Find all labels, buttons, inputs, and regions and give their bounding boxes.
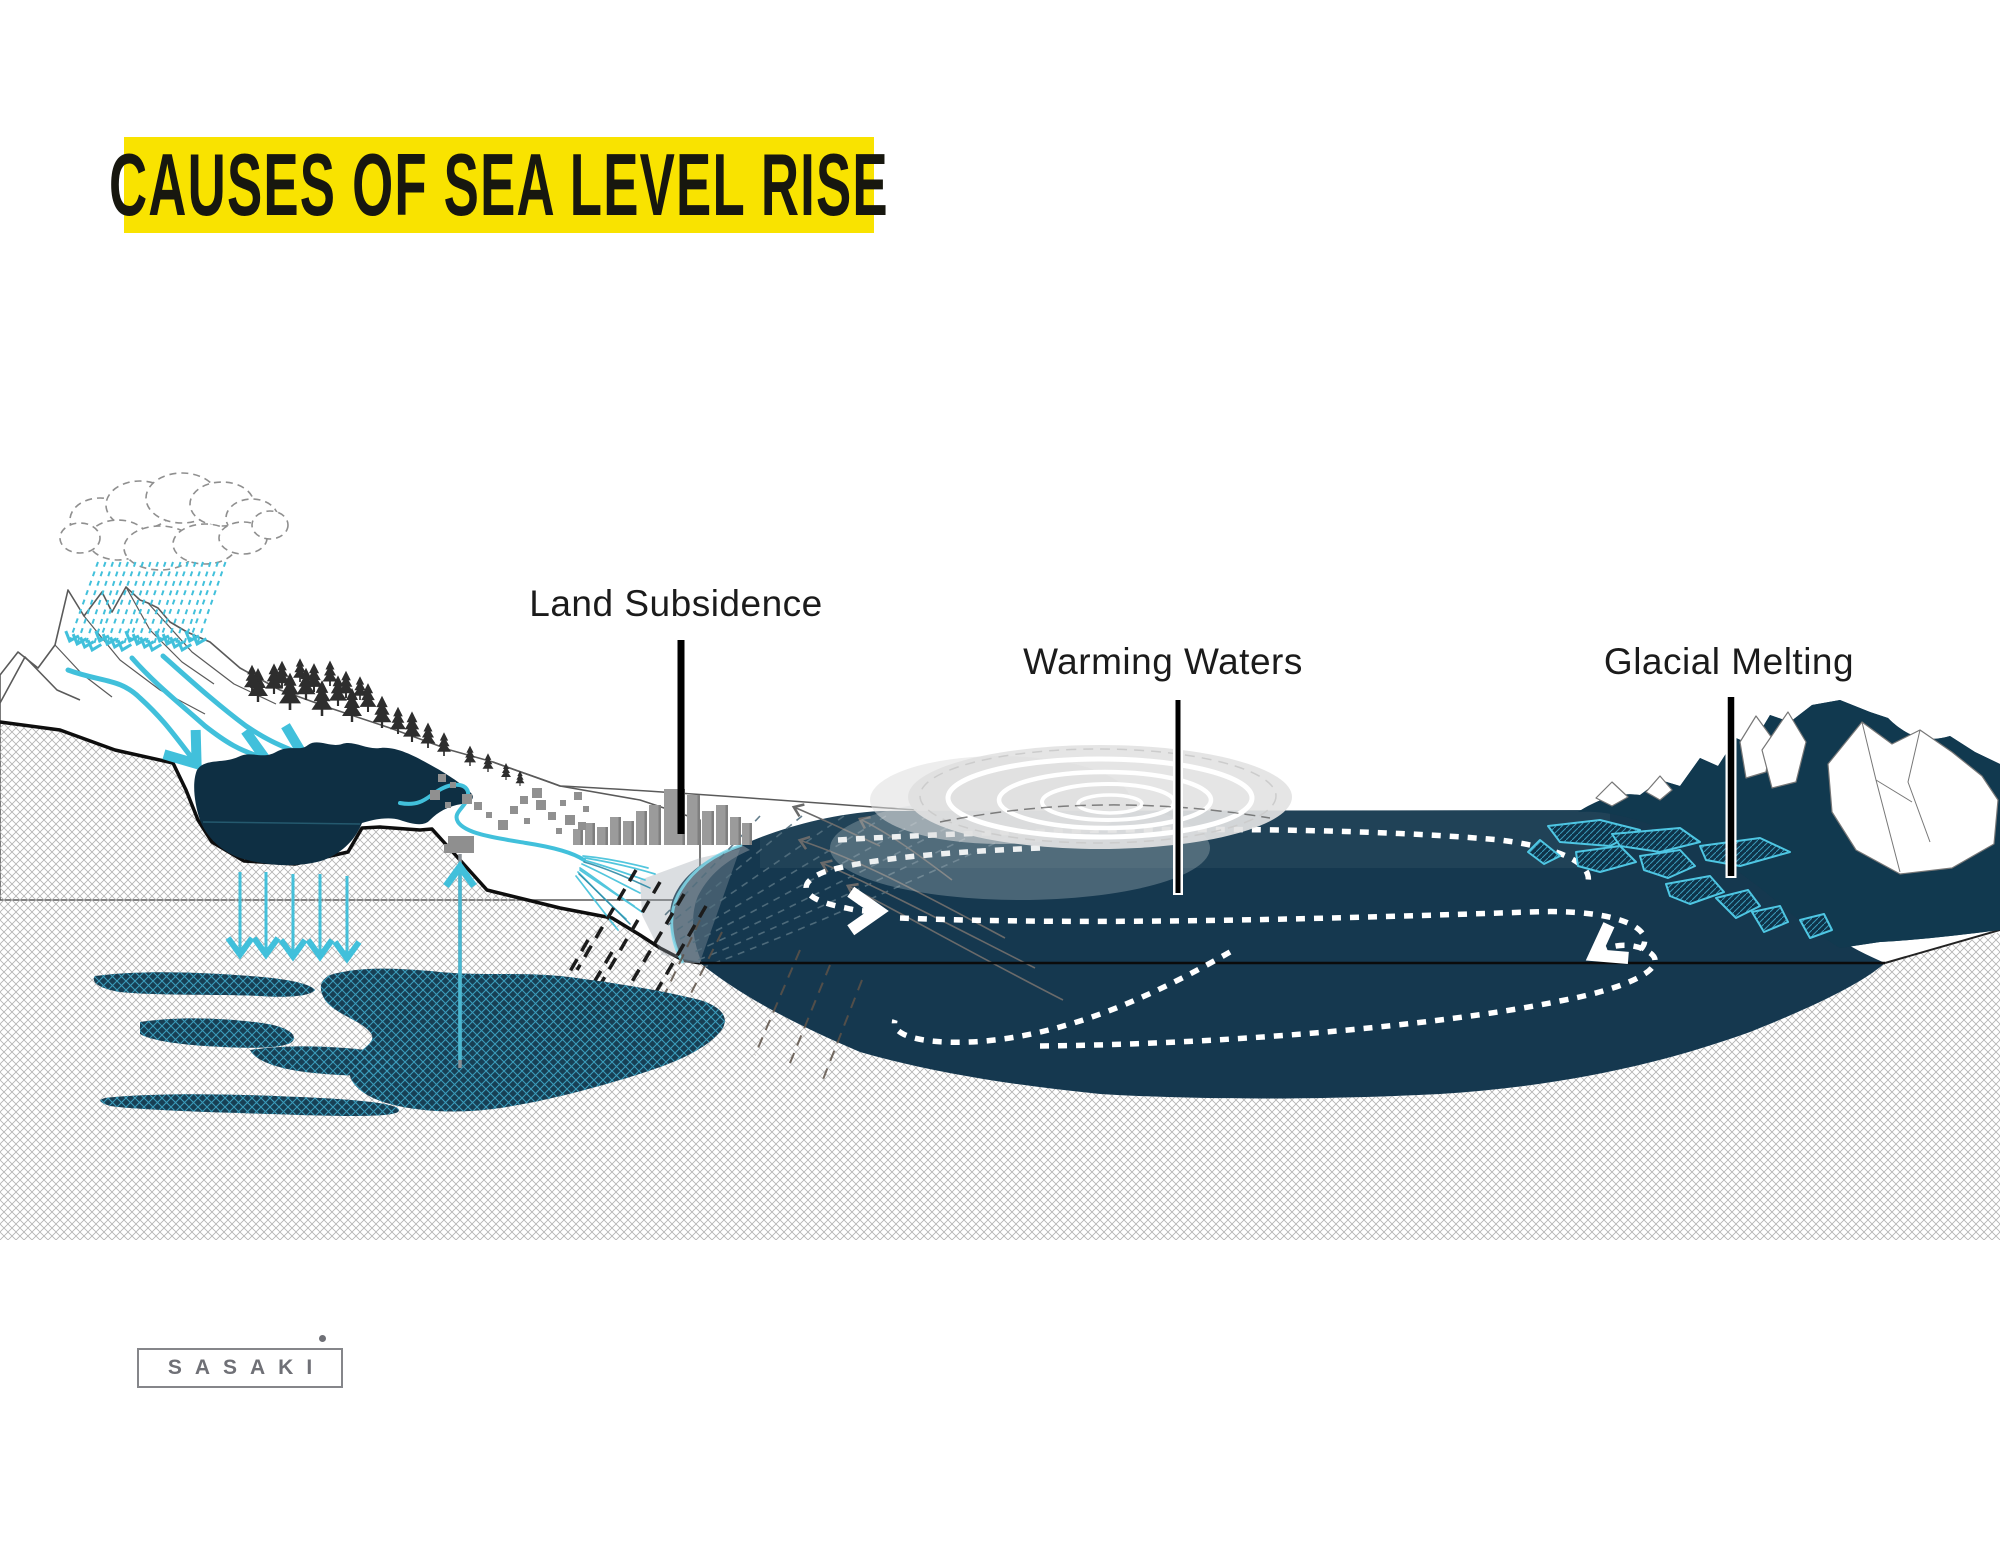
sasaki-logo: SASAKI (137, 1348, 343, 1388)
mountain-lake (194, 742, 473, 866)
forest-trees (244, 658, 525, 786)
warming-ripples (830, 745, 1292, 900)
label-land-subsidence: Land Subsidence (529, 583, 823, 624)
page-title: CAUSES OF SEA LEVEL RISE (109, 135, 889, 234)
infiltration-arrows (225, 872, 362, 964)
city-river-delta (398, 782, 656, 931)
rainfall (64, 561, 227, 653)
sasaki-logo-dot (319, 1335, 326, 1342)
mountain-rivers (65, 653, 311, 774)
icebergs (1527, 819, 1833, 939)
scattered-houses (430, 774, 589, 834)
callout-lines (677, 640, 1737, 895)
sea-rise-arrows (791, 803, 1064, 1001)
groundwater-well (443, 836, 477, 1068)
label-glacial-melting: Glacial Melting (1603, 641, 1855, 682)
title-banner: CAUSES OF SEA LEVEL RISE (109, 135, 888, 234)
groundwater-aquifer (93, 968, 725, 1116)
hill-crest-line (492, 761, 918, 811)
sasaki-logo-text: SASAKI (167, 1356, 326, 1379)
ocean-currents (803, 826, 1658, 1049)
city-buildings (573, 789, 752, 845)
label-warming-waters: Warming Waters (1023, 641, 1303, 682)
rain-clouds (59, 472, 289, 571)
glacier (1578, 700, 2000, 948)
